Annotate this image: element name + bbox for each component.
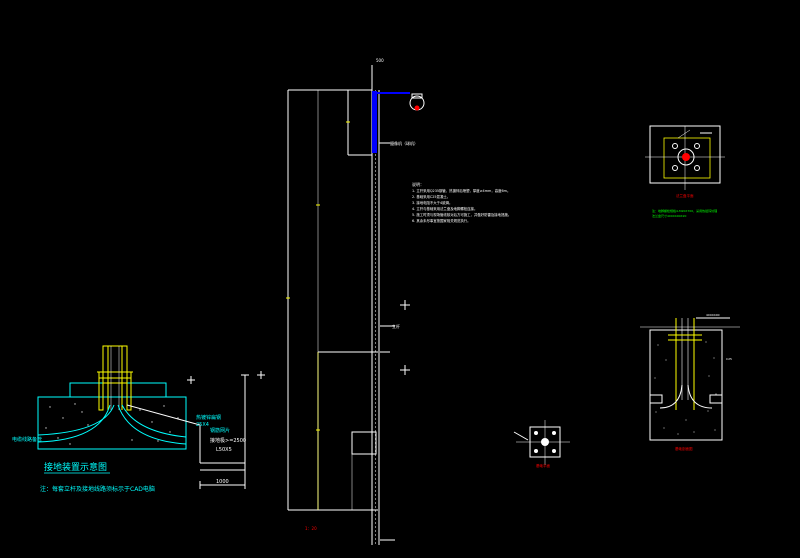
rod-depth-label: 接地极>=2500 <box>210 437 246 444</box>
dim-bottom-label: 1000 <box>216 479 229 485</box>
l50x5-label: L50X5 <box>216 447 232 453</box>
notes-line-4: 4. 立杆与基础采用法兰盘及地脚螺栓连接。 <box>412 206 477 211</box>
general-notes: 说明： 1. 立杆采用Q235钢管，热镀锌后喷塑，厚度≥4mm，高度6m。 2.… <box>412 181 511 223</box>
foundation-section-title: 基础剖面图 <box>675 446 693 451</box>
flat-steel-label: 热镀锌扁钢 <box>196 414 221 421</box>
notes-line-1: 1. 立杆采用Q235钢管，热镀锌后喷塑，厚度≥4mm，高度6m。 <box>412 188 510 193</box>
flange-plan: 法兰盘平面 注：地脚螺栓规格4-M20X700，采用热镀锌处理 法兰盘尺寸400… <box>645 125 725 218</box>
base-scale-label: 1：20 <box>305 526 317 531</box>
small-plan: 基础平面 <box>513 420 570 468</box>
top-dim-label: 500 <box>376 58 384 63</box>
foundation-side-label: C25 <box>726 357 732 361</box>
notes-heading: 说明： <box>412 181 424 187</box>
notes-line-2: 2. 基础采用C25混凝土。 <box>412 194 450 199</box>
grounding-detail: 电缆线路备管 热镀锌扁钢 25X4 钢筋网片 接地极>=2500 L50X5 1… <box>12 345 265 493</box>
flange-note-1: 注：地脚螺栓规格4-M20X700，采用热镀锌处理 <box>652 208 717 213</box>
notes-line-5: 5. 施工时须与现场管线核对后方可施工，并做好防雷及接地措施。 <box>412 212 511 217</box>
flange-plan-title: 法兰盘平面 <box>676 193 694 198</box>
steel-bar-label: 钢筋网片 <box>210 427 230 434</box>
small-plan-title: 基础平面 <box>536 463 550 468</box>
grounding-note: 注：每套立杆及接地线路须标示于CAD电脑 <box>40 485 155 493</box>
notes-line-3: 3. 接地电阻不大于4欧姆。 <box>412 200 452 205</box>
foundation-section: 400X400 C25 基础剖面图 <box>640 313 740 451</box>
grounding-left-label: 电缆线路备管 <box>12 436 42 443</box>
notes-line-6: 6. 其余未尽事宜按国家相关规范执行。 <box>412 218 471 223</box>
foundation-top-label: 400X400 <box>706 313 720 317</box>
pole-elevation: 摄像机（球机） 立杆 500 1：20 <box>286 58 425 545</box>
camera-label: 摄像机（球机） <box>390 140 418 146</box>
flange-note-2: 法兰盘尺寸400X400X20 <box>652 213 686 218</box>
spec-25x4-label: 25X4 <box>196 422 209 428</box>
grounding-title: 接地装置示意图 <box>44 461 107 473</box>
mid-label: 立杆 <box>392 323 400 329</box>
